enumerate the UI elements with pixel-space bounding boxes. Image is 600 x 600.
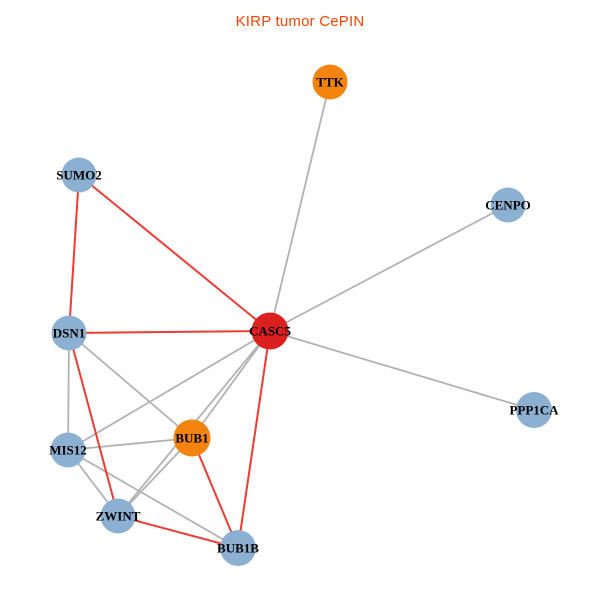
node-CASC5 — [251, 312, 289, 350]
edge-BUB1-BUB1B — [191, 437, 239, 549]
edge-CASC5-PPP1CA — [269, 330, 535, 411]
edge-DSN1-BUB1 — [68, 332, 193, 439]
node-ZWINT — [100, 498, 136, 534]
node-label-BUB1: BUB1 — [175, 431, 208, 446]
node-TTK — [312, 64, 348, 100]
node-label-ZWINT: ZWINT — [96, 509, 141, 524]
node-SUMO2 — [61, 157, 97, 193]
node-PPP1CA — [516, 392, 552, 428]
edge-CASC5-DSN1 — [68, 330, 271, 334]
node-label-DSN1: DSN1 — [53, 326, 86, 341]
node-label-SUMO2: SUMO2 — [56, 168, 102, 183]
node-label-BUB1B: BUB1B — [217, 541, 259, 556]
node-MIS12 — [50, 432, 86, 468]
edge-CASC5-CENPO — [269, 204, 509, 332]
edge-DSN1-ZWINT — [68, 332, 119, 517]
node-label-PPP1CA: PPP1CA — [509, 403, 559, 418]
edge-CASC5-SUMO2 — [78, 174, 271, 332]
edge-CASC5-MIS12 — [67, 330, 271, 451]
edge-DSN1-MIS12 — [67, 332, 70, 451]
node-label-MIS12: MIS12 — [49, 443, 87, 458]
chart-title: KIRP tumor CePIN — [235, 13, 365, 30]
node-label-CASC5: CASC5 — [249, 324, 291, 339]
edge-ZWINT-BUB1B — [117, 515, 239, 549]
edge-CASC5-BUB1B — [237, 330, 271, 549]
edge-CASC5-TTK — [269, 81, 331, 332]
edge-MIS12-BUB1B — [67, 449, 239, 549]
node-DSN1 — [51, 315, 87, 351]
edge-CASC5-BUB1 — [191, 330, 271, 439]
node-CENPO — [490, 187, 526, 223]
edge-MIS12-BUB1 — [67, 437, 193, 451]
node-label-CENPO: CENPO — [485, 198, 531, 213]
node-BUB1 — [173, 419, 211, 457]
node-label-TTK: TTK — [316, 75, 344, 90]
node-BUB1B — [220, 530, 256, 566]
edge-SUMO2-DSN1 — [68, 174, 80, 334]
